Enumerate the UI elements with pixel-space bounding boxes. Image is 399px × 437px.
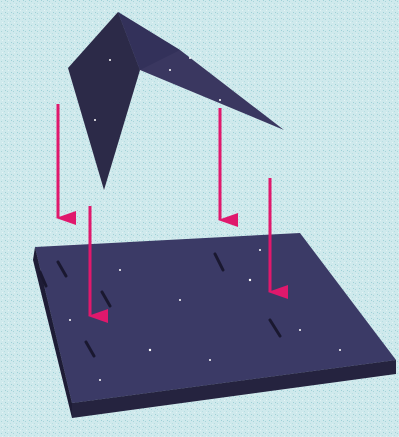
slot-mark	[100, 290, 112, 308]
speck	[99, 379, 101, 381]
roof-left-face	[68, 12, 140, 190]
speck	[69, 319, 71, 321]
slot-mark	[56, 260, 68, 278]
speck	[109, 59, 111, 61]
speck	[94, 119, 96, 121]
slot-mark	[268, 318, 282, 338]
slot-marks	[38, 252, 282, 358]
base-front-face	[72, 360, 396, 418]
speck	[299, 329, 301, 331]
speck	[119, 269, 121, 271]
base-board	[33, 233, 396, 418]
speck	[209, 359, 211, 361]
speck	[189, 57, 191, 59]
speck	[339, 349, 341, 351]
speck	[219, 99, 221, 101]
speck	[179, 299, 181, 301]
speck	[169, 69, 171, 71]
speck	[148, 348, 152, 352]
placement-arrows	[56, 104, 288, 323]
slot-mark	[38, 270, 48, 288]
slot-mark	[213, 252, 225, 272]
base-left-side	[33, 247, 72, 418]
slot-mark	[84, 340, 96, 358]
speck	[259, 249, 261, 251]
speck	[248, 278, 252, 282]
base-specks	[69, 249, 341, 381]
folded-roof-piece	[68, 12, 284, 190]
roof-specks	[94, 57, 221, 121]
base-top-face	[35, 233, 396, 403]
roof-ridge-fold	[118, 12, 180, 70]
